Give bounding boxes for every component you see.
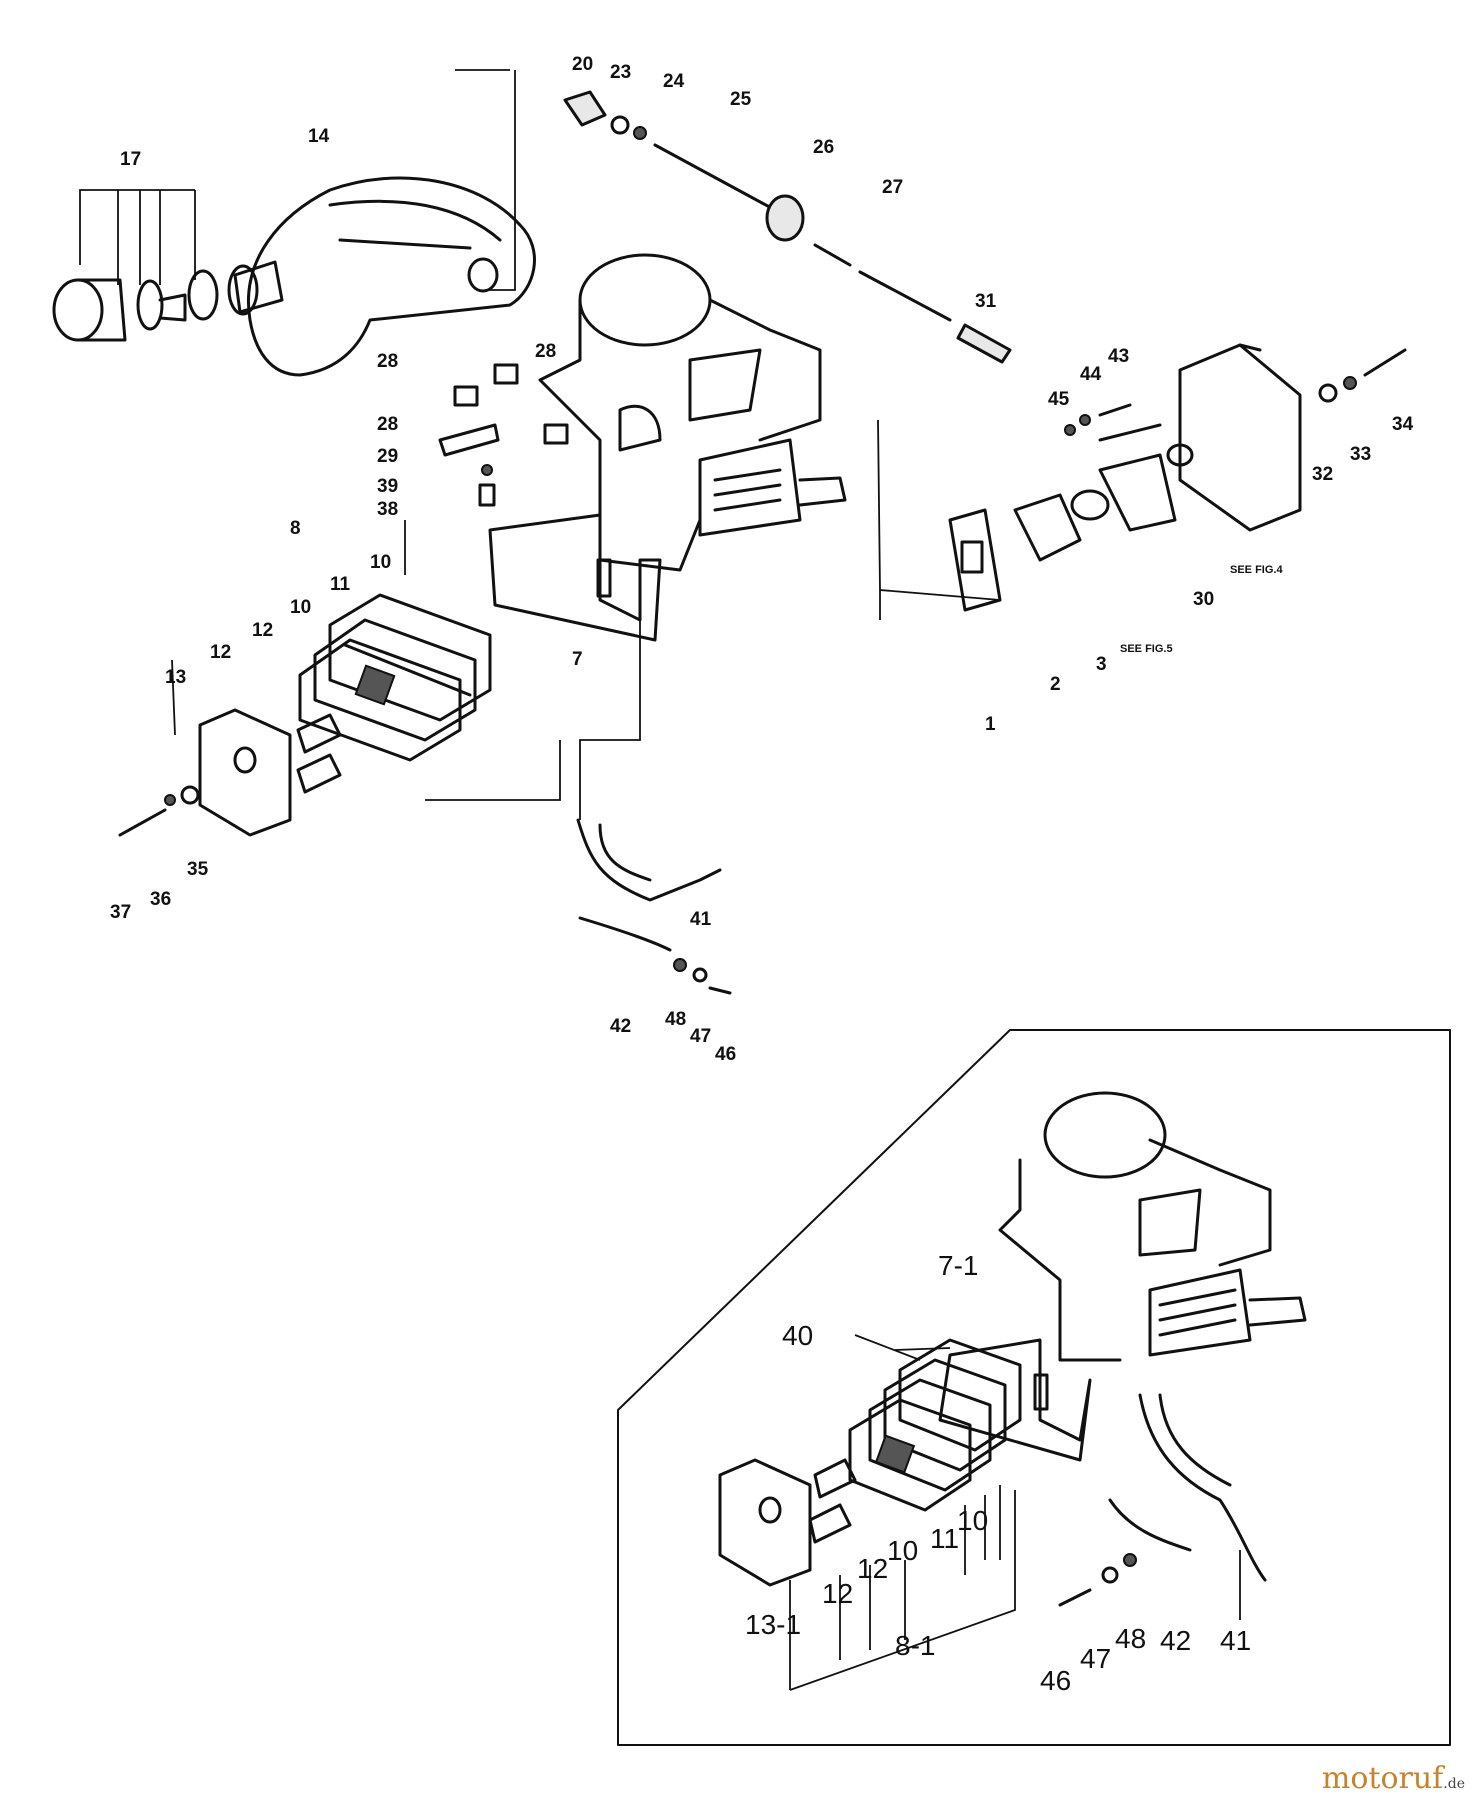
engine-block [538, 253, 847, 572]
label-23: 23 [610, 62, 631, 83]
air-filter-cover [1166, 343, 1407, 532]
breather-tube [576, 818, 732, 995]
label-12-inset-b: 12 [857, 1553, 888, 1584]
label-37: 37 [110, 902, 131, 923]
label-32: 32 [1312, 464, 1333, 485]
top-leaders [171, 419, 1001, 820]
label-10a: 10 [370, 552, 391, 573]
label-35: 35 [187, 859, 209, 880]
label-13: 13 [165, 667, 186, 688]
carburetor-parts [948, 403, 1177, 612]
note-see-fig-4: SEE FIG.4 [1230, 564, 1283, 576]
gasket-7 [488, 513, 662, 642]
label-44: 44 [1080, 364, 1102, 385]
labels-inset: 7-1 40 13-1 12 12 10 11 10 8-1 46 47 48 … [745, 1250, 1251, 1696]
inset-leaders [789, 1334, 1241, 1691]
label-10b: 10 [290, 597, 311, 618]
inset-intake-stack [848, 1338, 1022, 1512]
inset-spacers-cover [718, 1458, 857, 1587]
inset-breather-tube [1058, 1393, 1267, 1607]
label-11: 11 [330, 574, 351, 595]
label-8-1: 8-1 [895, 1630, 935, 1661]
label-47-inset: 47 [1080, 1643, 1111, 1674]
label-42-inset: 42 [1160, 1625, 1191, 1656]
label-27: 27 [882, 177, 903, 198]
label-46-inset: 46 [1040, 1665, 1071, 1696]
label-13-1: 13-1 [745, 1609, 801, 1640]
label-8: 8 [290, 518, 301, 539]
label-7-1: 7-1 [938, 1250, 978, 1281]
label-10-inset-a: 10 [887, 1535, 918, 1566]
label-28a: 28 [535, 341, 556, 362]
label-12b: 12 [210, 642, 231, 663]
label-45: 45 [1048, 389, 1070, 410]
label-25: 25 [730, 89, 752, 110]
label-14: 14 [308, 126, 330, 147]
spacers-cover [118, 708, 342, 837]
label-7: 7 [572, 649, 583, 670]
label-38: 38 [377, 499, 398, 520]
label-33: 33 [1350, 444, 1371, 465]
inset-panel [617, 1029, 1451, 1746]
fuel-tank [227, 176, 536, 377]
label-47: 47 [690, 1026, 711, 1047]
watermark-tld: .de [1443, 1776, 1465, 1792]
inset-engine-block [938, 1091, 1307, 1462]
label-24: 24 [663, 71, 685, 92]
label-20: 20 [572, 54, 593, 75]
label-41: 41 [690, 909, 712, 930]
label-1: 1 [985, 714, 996, 735]
label-11-inset: 11 [930, 1523, 959, 1554]
label-48-inset: 48 [1115, 1623, 1146, 1654]
label-46: 46 [715, 1044, 736, 1065]
label-26: 26 [813, 137, 834, 158]
fuel-cap [52, 189, 219, 342]
label-34: 34 [1392, 414, 1414, 435]
watermark-brand: motoruf [1321, 1761, 1444, 1796]
label-10-inset-b: 10 [957, 1505, 988, 1536]
label-39: 39 [377, 476, 398, 497]
label-28c: 28 [377, 414, 398, 435]
label-2: 2 [1050, 674, 1061, 695]
label-43: 43 [1108, 346, 1129, 367]
label-30: 30 [1193, 589, 1214, 610]
label-29: 29 [377, 446, 398, 467]
labels-top: 20 23 24 25 26 27 31 14 17 28 28 28 29 3… [110, 54, 1414, 1065]
watermark-logo: motoruf.de [1322, 1761, 1465, 1796]
label-12-inset-a: 12 [822, 1578, 853, 1609]
label-17: 17 [120, 149, 141, 170]
note-see-fig-5: SEE FIG.5 [1120, 643, 1173, 655]
label-42: 42 [610, 1016, 631, 1037]
label-3: 3 [1096, 654, 1107, 675]
label-41-inset: 41 [1220, 1625, 1251, 1656]
label-28b: 28 [377, 351, 398, 372]
small-hardware [438, 363, 569, 507]
label-31: 31 [975, 291, 997, 312]
label-12a: 12 [252, 620, 273, 641]
fuel-line-parts [455, 69, 1012, 364]
label-40: 40 [782, 1320, 813, 1351]
label-48: 48 [665, 1009, 686, 1030]
label-36: 36 [150, 889, 171, 910]
intake-stack-8 [298, 593, 492, 762]
